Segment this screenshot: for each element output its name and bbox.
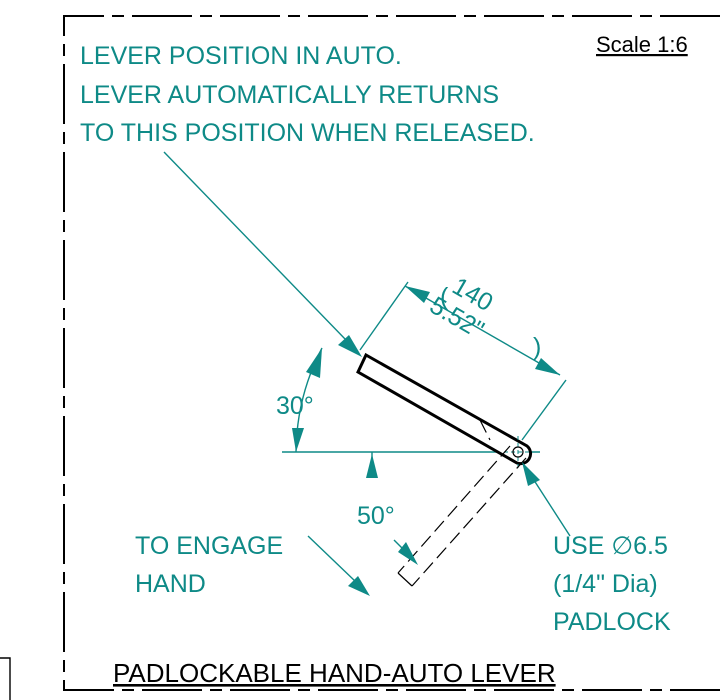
length-dimension	[359, 281, 567, 441]
scale-label: Scale 1:6	[596, 32, 688, 57]
auto-note-leader	[163, 151, 362, 357]
length-paren-close: )	[533, 333, 541, 361]
auto-note-line-3: TO THIS POSITION WHEN RELEASED.	[80, 119, 535, 147]
angle-30-dimension	[292, 347, 323, 453]
auto-note-line-1: LEVER POSITION IN AUTO.	[80, 42, 402, 70]
padlock-note-line-1: USE ∅6.5	[553, 532, 668, 560]
angle-50-dimension	[366, 452, 418, 565]
hand-note-line-1: TO ENGAGE	[135, 532, 283, 560]
hand-note-leader	[307, 535, 370, 596]
adjacent-view-fragment	[0, 657, 11, 700]
pivot-center-mark	[504, 436, 536, 468]
padlock-note-line-3: PADLOCK	[553, 608, 671, 636]
angle-50-label: 50°	[357, 502, 395, 530]
auto-note-line-2: LEVER AUTOMATICALLY RETURNS	[80, 81, 499, 109]
hand-note-line-2: HAND	[135, 570, 206, 598]
padlock-note-leader	[522, 462, 571, 537]
lever-auto-position	[356, 352, 533, 466]
drawing-title: PADLOCKABLE HAND-AUTO LEVER	[113, 658, 556, 688]
length-paren-open: (	[440, 283, 449, 311]
lever-hand-position	[397, 419, 527, 587]
padlock-note-line-2: (1/4" Dia)	[553, 570, 658, 598]
angle-30-label: 30°	[276, 392, 314, 420]
drawing-border	[63, 15, 720, 691]
